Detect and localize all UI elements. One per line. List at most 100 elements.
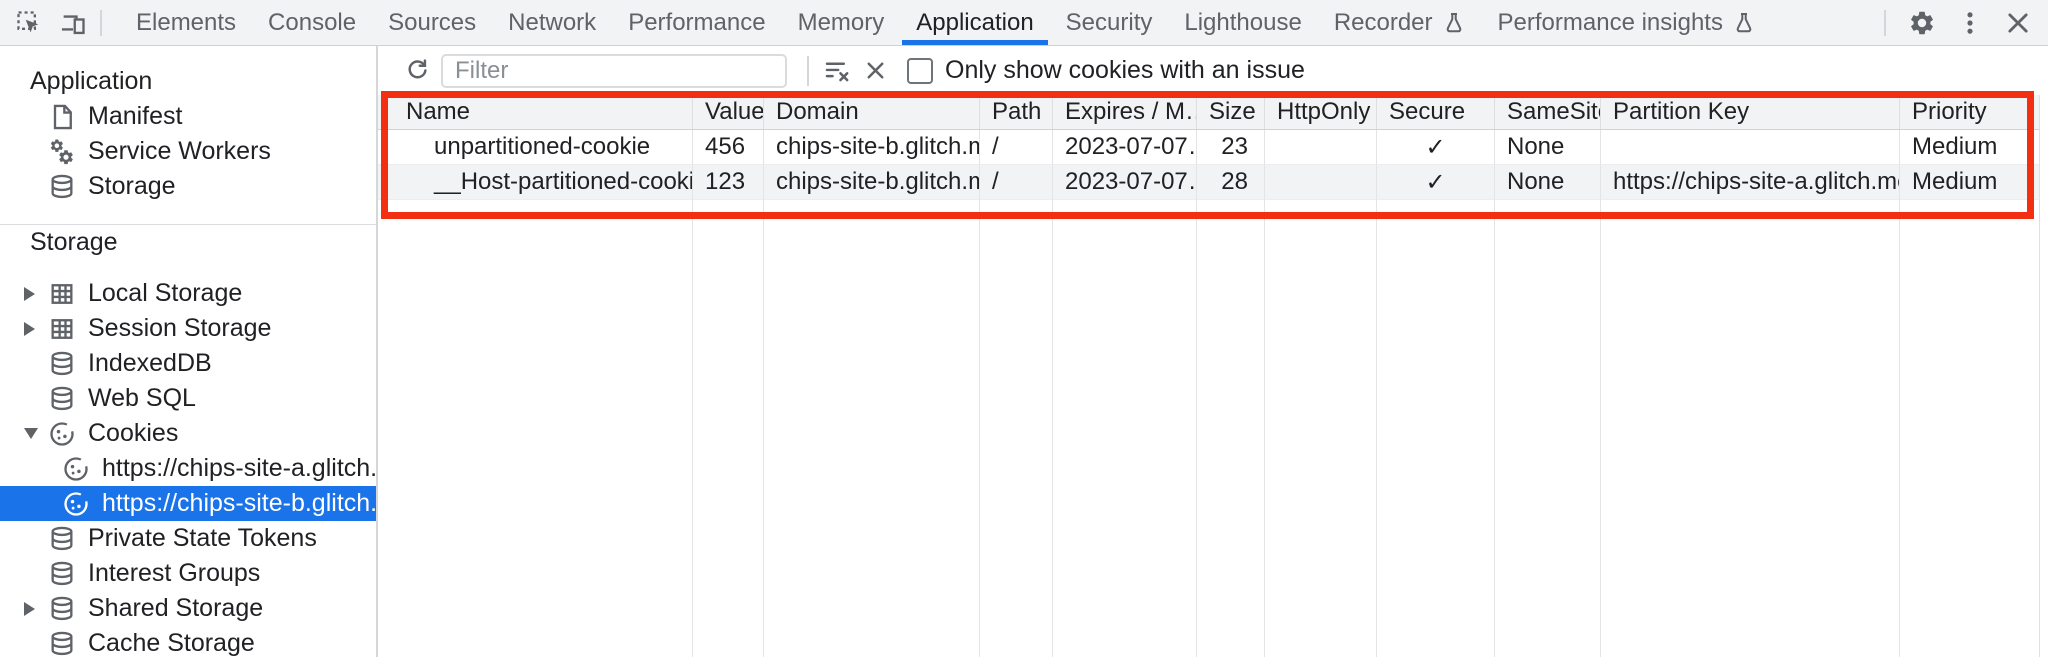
sidebar-item-indexeddb[interactable]: IndexedDB	[0, 346, 376, 381]
cookie-icon	[62, 455, 90, 483]
column-header-name[interactable]: Name	[378, 95, 693, 129]
sidebar-item-interest-groups[interactable]: Interest Groups	[0, 556, 376, 591]
clear-search-x-icon[interactable]	[862, 57, 889, 84]
only-issue-checkbox[interactable]	[907, 57, 933, 84]
only-issue-checkbox-label[interactable]: Only show cookies with an issue	[945, 56, 1305, 84]
column-header-size[interactable]: Size	[1197, 95, 1265, 129]
cell-samesite: None	[1495, 165, 1601, 200]
sidebar-item-storage[interactable]: Storage	[0, 169, 376, 204]
cell-priority: Medium	[1900, 130, 2040, 165]
cell-partition-key: https://chips-site-a.glitch.me	[1601, 165, 1900, 200]
sidebar-item-label: Service Workers	[88, 137, 271, 165]
filter-input[interactable]	[441, 53, 787, 88]
tree-arrow-collapsed-icon[interactable]	[24, 321, 48, 336]
sidebar-item-label: Local Storage	[88, 279, 243, 307]
cell-partition-key	[1601, 130, 1900, 165]
column-header-expires[interactable]: Expires / M…	[1053, 95, 1197, 129]
tab-performance-insights[interactable]: Performance insights	[1482, 0, 1772, 45]
experiment-flask-icon	[1732, 11, 1756, 35]
device-toolbar-icon[interactable]	[58, 8, 88, 38]
column-header-secure[interactable]: Secure	[1377, 95, 1495, 129]
cell-secure-checkmark: ✓	[1377, 130, 1495, 165]
cookie-row-unpartitioned[interactable]: unpartitioned-cookie 456 chips-site-b.gl…	[378, 130, 2040, 165]
tab-lighthouse[interactable]: Lighthouse	[1168, 0, 1317, 45]
database-icon	[48, 595, 76, 623]
settings-gear-icon[interactable]	[1907, 8, 1937, 38]
cell-expires: 2023-07-07…	[1053, 130, 1197, 165]
sidebar-item-session-storage[interactable]: Session Storage	[0, 311, 376, 346]
cell-path: /	[980, 165, 1053, 200]
tab-sources[interactable]: Sources	[372, 0, 492, 45]
tree-arrow-collapsed-icon[interactable]	[24, 601, 48, 616]
cell-size: 28	[1197, 165, 1265, 200]
sidebar-item-label: https://chips-site-b.glitch.me	[102, 489, 378, 517]
tree-arrow-collapsed-icon[interactable]	[24, 286, 48, 301]
tabbar-controls	[1872, 0, 2042, 46]
sidebar-item-shared-storage[interactable]: Shared Storage	[0, 591, 376, 626]
sidebar-item-cache-storage[interactable]: Cache Storage	[0, 626, 376, 657]
cookie-row-host-partitioned[interactable]: __Host-partitioned-cookie 123 chips-site…	[378, 165, 2040, 200]
more-options-kebab-icon[interactable]	[1955, 8, 1985, 38]
clear-filter-icon[interactable]	[823, 57, 850, 84]
cookies-panel: Only show cookies with an issue Name Val…	[378, 46, 2048, 657]
column-header-domain[interactable]: Domain	[764, 95, 980, 129]
tab-security[interactable]: Security	[1050, 0, 1169, 45]
sidebar-item-private-state-tokens[interactable]: Private State Tokens	[0, 521, 376, 556]
column-header-httponly[interactable]: HttpOnly	[1265, 95, 1377, 129]
cell-priority: Medium	[1900, 165, 2040, 200]
sidebar-item-web-sql[interactable]: Web SQL	[0, 381, 376, 416]
tabbar-divider	[100, 9, 102, 36]
tab-performance[interactable]: Performance	[612, 0, 781, 45]
sidebar-item-label: Cache Storage	[88, 629, 255, 657]
tabbar-divider	[1884, 10, 1886, 36]
tab-label: Console	[268, 8, 357, 36]
table-grid-icon	[48, 280, 76, 308]
database-icon	[48, 525, 76, 553]
cookies-toolbar: Only show cookies with an issue	[378, 46, 2048, 95]
column-header-partition-key[interactable]: Partition Key	[1601, 95, 1900, 129]
tab-network[interactable]: Network	[492, 0, 612, 45]
tab-label: Memory	[797, 8, 885, 36]
cookies-data-grid: Name Value Domain Path Expires / M… Size…	[378, 95, 2040, 657]
tab-application[interactable]: Application	[900, 0, 1049, 45]
column-header-priority[interactable]: Priority	[1912, 98, 1987, 125]
column-header-path[interactable]: Path	[980, 95, 1053, 129]
sidebar-item-cookies[interactable]: Cookies	[0, 416, 376, 451]
database-icon	[48, 173, 76, 201]
inspect-element-icon[interactable]	[14, 8, 44, 38]
column-header-value[interactable]: Value	[693, 95, 764, 129]
sidebar-item-cookies-chips-site-b[interactable]: https://chips-site-b.glitch.me	[0, 486, 376, 521]
cell-domain: chips-site-b.glitch.me	[764, 165, 980, 200]
sidebar-item-service-workers[interactable]: Service Workers	[0, 134, 376, 169]
close-devtools-icon[interactable]	[2003, 8, 2033, 38]
tab-memory[interactable]: Memory	[782, 0, 901, 45]
cell-path: /	[980, 130, 1053, 165]
panel-tabs: Elements Console Sources Network Perform…	[120, 0, 1772, 45]
refresh-icon[interactable]	[404, 57, 431, 84]
sidebar-item-label: Web SQL	[88, 384, 196, 412]
tab-label: Performance	[628, 8, 766, 36]
tab-elements[interactable]: Elements	[120, 0, 252, 45]
cell-httponly	[1265, 130, 1377, 165]
cell-size: 23	[1197, 130, 1265, 165]
application-sidebar: Application Manifest	[0, 46, 378, 657]
sidebar-item-manifest[interactable]: Manifest	[0, 99, 376, 134]
cell-value: 456	[693, 130, 764, 165]
tree-arrow-expanded-icon[interactable]	[24, 428, 48, 439]
column-header-samesite[interactable]: SameSite	[1495, 95, 1601, 129]
sidebar-item-cookies-chips-site-a[interactable]: https://chips-site-a.glitch.me	[0, 451, 376, 486]
grid-header-row: Name Value Domain Path Expires / M… Size…	[378, 95, 2040, 130]
sidebar-item-label: Private State Tokens	[88, 524, 317, 552]
database-icon	[48, 385, 76, 413]
scrollbar-gutter[interactable]	[2039, 95, 2048, 657]
cell-name: unpartitioned-cookie	[378, 130, 693, 165]
tab-label: Performance insights	[1497, 8, 1723, 36]
tab-recorder[interactable]: Recorder	[1318, 0, 1482, 45]
cell-expires: 2023-07-07…	[1053, 165, 1197, 200]
sidebar-item-local-storage[interactable]: Local Storage	[0, 276, 376, 311]
service-workers-gears-icon	[48, 138, 76, 166]
tab-console[interactable]: Console	[252, 0, 372, 45]
sidebar-item-label: Cookies	[88, 419, 179, 447]
cell-samesite: None	[1495, 130, 1601, 165]
